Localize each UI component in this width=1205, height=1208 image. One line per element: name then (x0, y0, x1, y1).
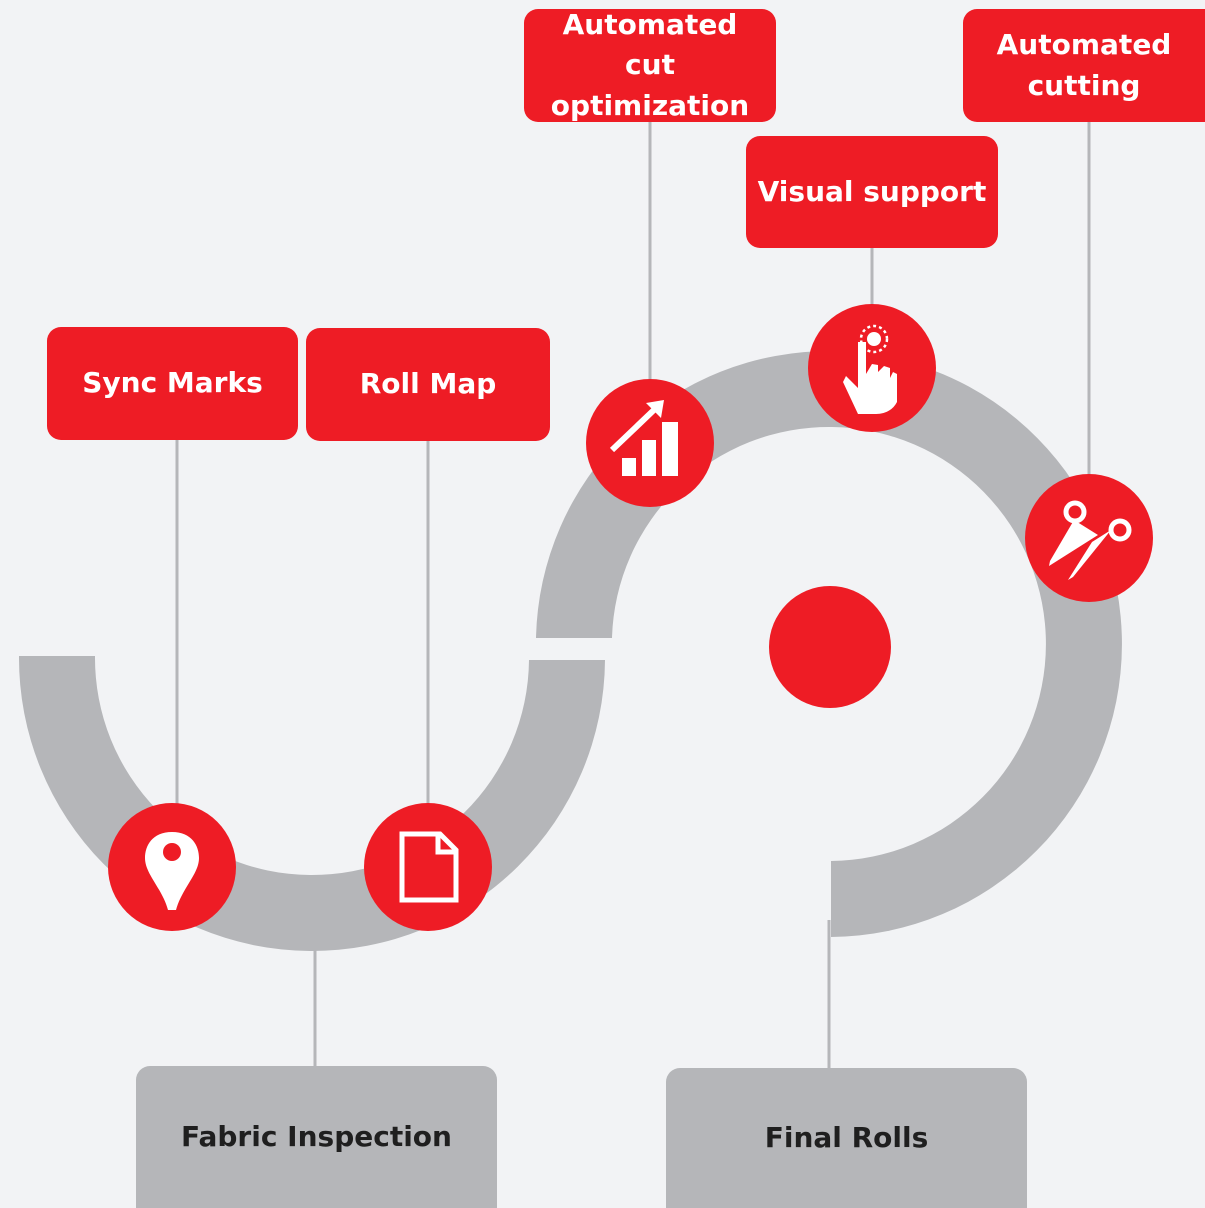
stage-fabric-inspection: Fabric Inspection (136, 1066, 497, 1208)
map-pin-icon (108, 803, 236, 931)
document-icon (364, 803, 492, 931)
scissors-icon (1025, 474, 1153, 602)
growth-chart-icon (586, 379, 714, 507)
label-roll-map: Roll Map (306, 328, 550, 441)
touch-hand-icon (808, 304, 936, 432)
label-visual-support: Visual support (746, 136, 998, 248)
label-sync-marks: Sync Marks (47, 327, 298, 440)
center-dot (769, 586, 891, 708)
stage-final-rolls: Final Rolls (666, 1068, 1027, 1208)
track-lower-arc (18, 656, 606, 952)
connector-lines (175, 122, 1091, 1068)
label-automated-cut-optimization: Automated cut optimization (524, 8, 776, 122)
label-automated-cutting: Automated cutting (963, 9, 1205, 122)
